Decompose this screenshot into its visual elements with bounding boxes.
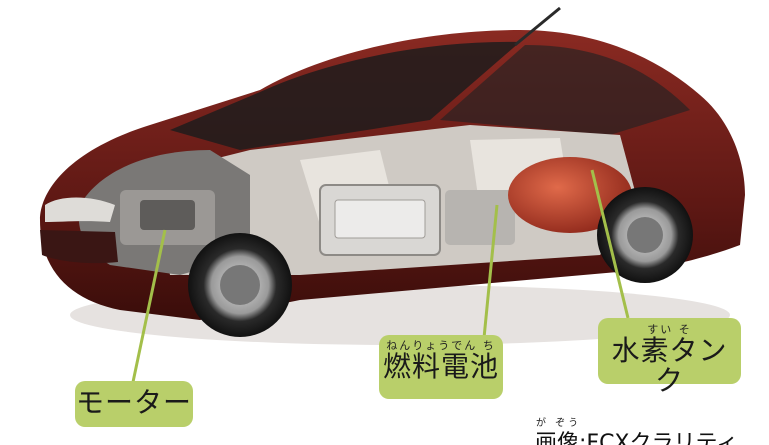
label-fuel-cell-ruby: ねんりょうでん ち xyxy=(386,339,496,352)
label-motor: モーター xyxy=(75,381,193,427)
power-unit xyxy=(445,190,515,245)
label-fuel-cell-text: 燃料電池 xyxy=(382,350,499,383)
leader-line-motor xyxy=(131,229,167,383)
label-motor-text: モーター xyxy=(75,386,192,419)
leader-lines xyxy=(131,169,630,383)
leader-line-hydrogen-tank xyxy=(590,169,630,319)
roof-opening xyxy=(440,45,690,135)
antenna xyxy=(514,6,561,47)
hydrogen-tank-shape xyxy=(508,157,632,233)
leader-line-fuel-cell xyxy=(482,204,499,339)
front-grille xyxy=(40,230,118,264)
label-hydrogen-tank-text: 水素タンク xyxy=(611,334,728,397)
label-hydrogen-tank-ruby: すい そ xyxy=(647,323,692,336)
label-hydrogen-tank: すい そ 水素タンク xyxy=(598,318,741,396)
headlight xyxy=(45,197,115,222)
image-caption: が ぞう 画像:FCXクラリティ xyxy=(517,414,769,445)
caption-ruby: が ぞう xyxy=(536,418,582,429)
windshield-glass xyxy=(170,41,520,150)
caption-text: 画像:FCXクラリティ xyxy=(535,431,739,445)
label-fuel-cell: ねんりょうでん ち 燃料電池 xyxy=(379,335,503,399)
